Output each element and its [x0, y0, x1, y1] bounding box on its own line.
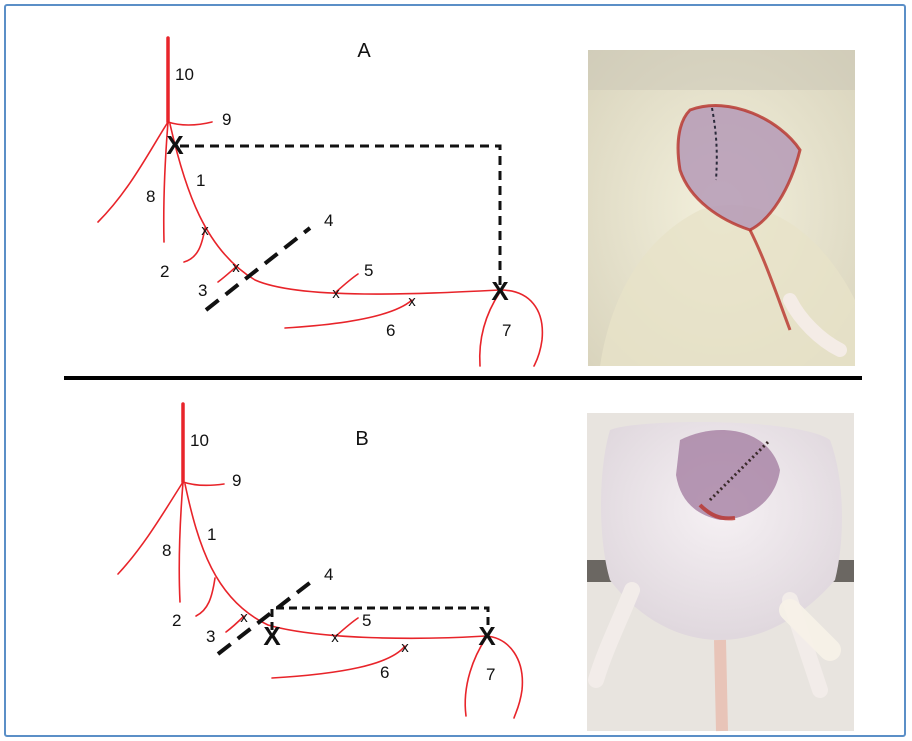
panel-b-label-10: 10 — [190, 431, 209, 450]
panel-b-small-x-mark: x — [401, 639, 409, 656]
panel-b-label-1: 1 — [207, 525, 216, 544]
panel-a-label-7: 7 — [502, 321, 511, 340]
panel-a-dashed-bypass-line — [180, 146, 500, 286]
panel-b-small-x-mark: x — [331, 629, 339, 646]
panel-a-diagram: A X X x x — [98, 38, 542, 366]
panel-a-photo — [588, 50, 855, 366]
panel-a-label-4: 4 — [324, 211, 333, 230]
panel-a-label-3: 3 — [198, 281, 207, 300]
panel-a-cut-line — [206, 228, 310, 310]
panel-b-label-9: 9 — [232, 471, 241, 490]
panel-b-label-4: 4 — [324, 565, 333, 584]
panel-a-label-10: 10 — [175, 65, 194, 84]
vessel-8b — [179, 482, 183, 602]
panel-a-title: A — [357, 40, 371, 62]
panel-b-label-2: 2 — [172, 611, 181, 630]
panel-b-title: B — [355, 428, 368, 450]
panel-b-photo — [587, 413, 854, 731]
panel-a-vessel-tree — [98, 38, 542, 366]
vessel-5 — [336, 618, 358, 636]
vessel-8 — [98, 122, 168, 222]
panel-a-small-x-mark: x — [201, 222, 209, 239]
panel-b-large-x-mark: X — [263, 621, 281, 651]
panel-b-label-8: 8 — [162, 541, 171, 560]
panel-b-label-6: 6 — [380, 663, 389, 682]
panel-a-label-2: 2 — [160, 262, 169, 281]
panel-b-small-x-mark: x — [240, 609, 248, 626]
vessel-9 — [168, 122, 212, 125]
panel-b-label-7: 7 — [486, 665, 495, 684]
panel-a-large-x-mark: X — [491, 276, 509, 306]
panel-a-label-8: 8 — [146, 187, 155, 206]
vessel-1-main — [170, 124, 542, 366]
vessel-2 — [196, 578, 215, 616]
vessel-9 — [183, 482, 224, 485]
panel-b-label-5: 5 — [362, 611, 371, 630]
panel-b-large-x-mark: X — [478, 621, 496, 651]
panel-a-label-6: 6 — [386, 321, 395, 340]
vessel-1-main — [185, 484, 522, 718]
panel-a-label-1: 1 — [196, 171, 205, 190]
panel-a-small-x-mark: x — [408, 293, 416, 310]
panel-b-label-3: 3 — [206, 627, 215, 646]
vessel-8 — [118, 482, 183, 574]
panel-a-label-5: 5 — [364, 261, 373, 280]
panel-a-small-x-mark: x — [232, 259, 240, 276]
panel-a-large-x-mark: X — [166, 130, 184, 160]
panel-b-diagram: B X X x x x 10 9 1 8 4 2 3 5 6 7 — [118, 404, 522, 718]
panel-a-label-9: 9 — [222, 110, 231, 129]
panel-a-small-x-mark: x — [332, 285, 340, 302]
panel-b-vessel-tree — [118, 404, 522, 718]
panel-b-dashed-bypass-line — [272, 608, 488, 630]
